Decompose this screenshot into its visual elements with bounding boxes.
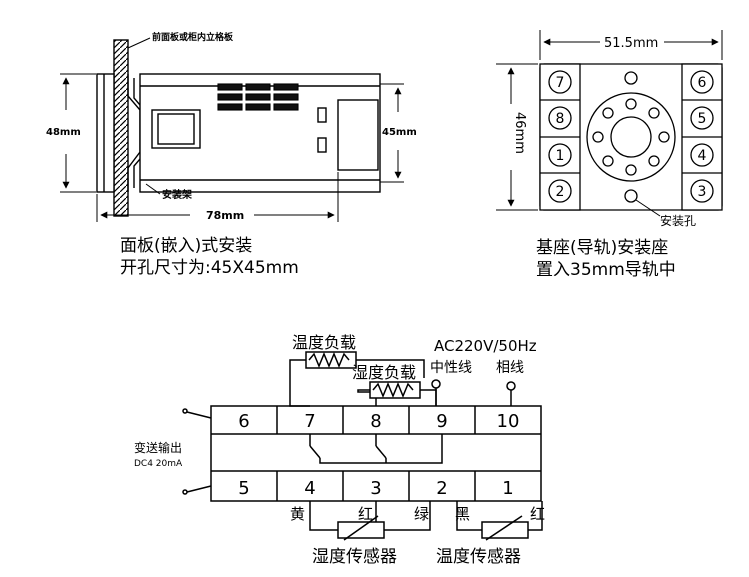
dim-48mm: 48mm [46, 127, 81, 138]
label-humidity-load: 湿度负载 [352, 363, 416, 382]
base-install-caption-1: 基座(导轨)安装座 [536, 238, 669, 258]
base-install-caption-2: 置入35mm导轨中 [536, 260, 676, 280]
vent-grille [217, 83, 299, 111]
panel-install-drawing [60, 37, 404, 222]
wiring-terminal-4: 4 [304, 478, 315, 499]
wiring-bottom-terminals: 5 4 3 2 1 [238, 478, 513, 499]
label-transmit-output: 变送输出 [134, 440, 182, 455]
label-humidity-sensor: 湿度传感器 [312, 547, 397, 567]
wire-black: 黑 [455, 505, 470, 523]
base-terminal-labels: 7 8 1 2 6 5 4 3 [556, 75, 707, 200]
wiring-terminal-3: 3 [370, 478, 381, 499]
label-neutral: 中性线 [430, 360, 472, 376]
label-bracket: 安装架 [162, 188, 192, 201]
base-terminal-3: 3 [698, 184, 707, 200]
wiring-diagram [182, 351, 543, 541]
wiring-top-terminals: 6 7 8 9 10 [238, 411, 519, 432]
label-temp-load: 温度负载 [292, 333, 356, 352]
wiring-terminal-8: 8 [370, 411, 381, 432]
mount-hole [624, 189, 638, 203]
wiring-terminal-5: 5 [238, 478, 249, 499]
base-terminal-4: 4 [698, 148, 707, 164]
octal-socket [586, 92, 676, 182]
base-terminal-7: 7 [556, 75, 565, 91]
wire-yellow: 黄 [290, 505, 305, 523]
wiring-terminal-10: 10 [497, 411, 520, 432]
label-power: AC220V/50Hz [434, 337, 537, 355]
front-bezel [96, 73, 115, 193]
label-front-panel: 前面板或柜内立格板 [152, 31, 234, 43]
base-terminal-8: 8 [556, 111, 565, 127]
base-terminal-2: 2 [556, 184, 565, 200]
front-panel-wall [113, 39, 129, 217]
wiring-terminal-1: 1 [502, 478, 513, 499]
base-terminal-6: 6 [698, 75, 707, 91]
dim-45mm: 45mm [382, 127, 417, 138]
wiring-terminal-6: 6 [238, 411, 249, 432]
dim-78mm: 78mm [206, 209, 244, 222]
label-phase: 相线 [496, 360, 524, 376]
wire-green: 绿 [414, 505, 429, 523]
wiring-terminal-9: 9 [436, 411, 447, 432]
wire-red-2: 红 [530, 505, 545, 523]
dim-46mm: 46mm [512, 112, 527, 154]
label-temperature-sensor: 温度传感器 [436, 547, 521, 567]
dim-51mm: 51.5mm [604, 36, 658, 51]
rear-terminal [337, 99, 379, 171]
label-mount-hole: 安装孔 [660, 213, 696, 228]
base-terminal-1: 1 [556, 148, 565, 164]
wire-red-1: 红 [358, 505, 373, 523]
wiring-terminal-7: 7 [304, 411, 315, 432]
base-terminal-5: 5 [698, 111, 707, 127]
terminal-strip [210, 405, 542, 502]
label-transmit-range: DC4 20mA [134, 459, 183, 469]
panel-install-caption-2: 开孔尺寸为:45X45mm [120, 258, 299, 278]
top-hole [624, 71, 638, 85]
panel-install-caption-1: 面板(嵌入)式安装 [120, 236, 253, 256]
wiring-terminal-2: 2 [436, 478, 447, 499]
base-install-drawing [496, 30, 723, 217]
